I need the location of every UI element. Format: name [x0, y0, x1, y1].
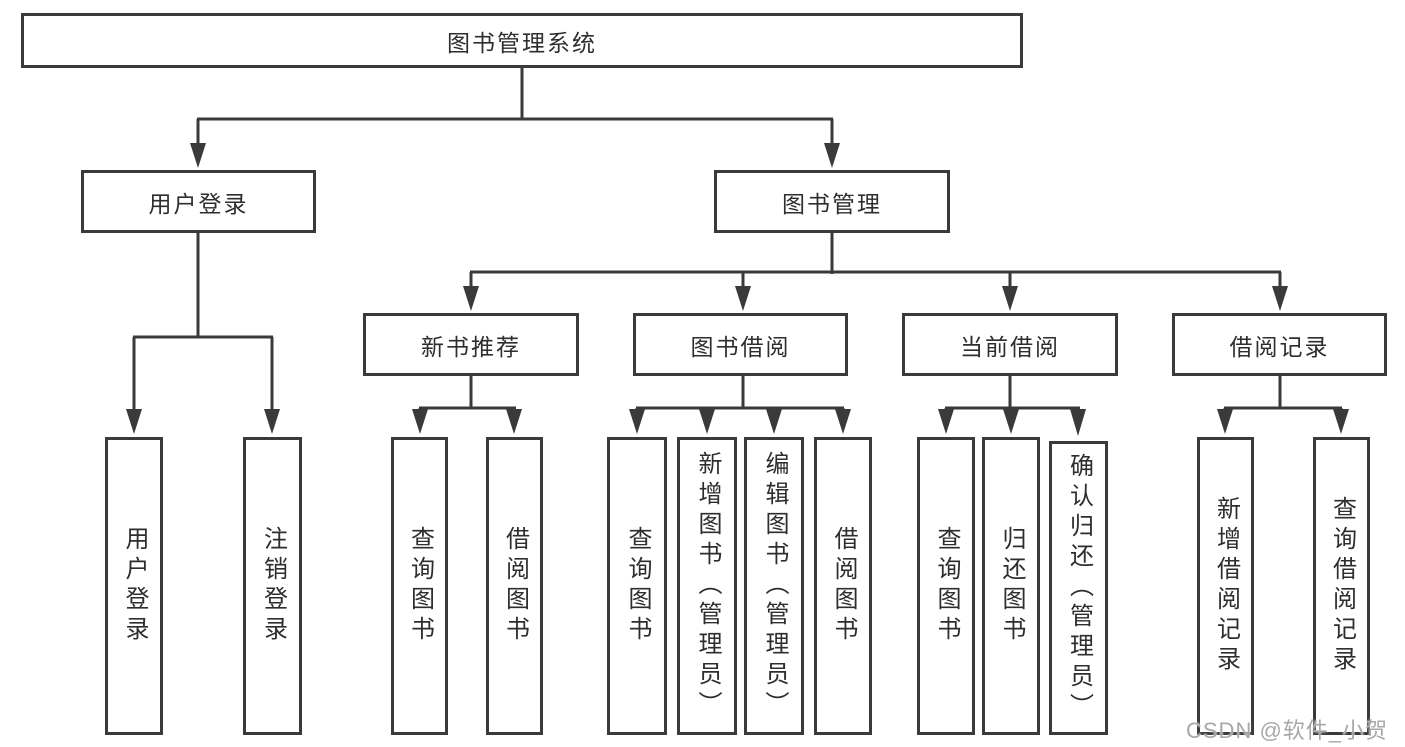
- node-user-login: 用户登录: [81, 170, 316, 233]
- node-root-library-system: 图书管理系统: [21, 13, 1023, 68]
- leaf-logout: 注销登录: [243, 437, 302, 735]
- leaf-query-books-borrow: 查询图书: [607, 437, 667, 735]
- node-current-borrow: 当前借阅: [902, 313, 1118, 376]
- csdn-watermark: CSDN @软件_小贺同学: [1186, 718, 1389, 743]
- leaf-edit-book-admin: 编辑图书（管理员）: [744, 437, 804, 735]
- leaf-user-login: 用户登录: [105, 437, 163, 735]
- leaf-borrow-books-borrow: 借阅图书: [814, 437, 872, 735]
- leaf-query-borrow-record: 查询借阅记录: [1313, 437, 1370, 735]
- node-book-borrow: 图书借阅: [633, 313, 848, 376]
- node-book-management: 图书管理: [714, 170, 950, 233]
- leaf-return-book: 归还图书: [982, 437, 1040, 735]
- node-new-book-recommend: 新书推荐: [363, 313, 579, 376]
- leaf-add-book-admin: 新增图书（管理员）: [677, 437, 737, 735]
- leaf-borrow-books-recommend: 借阅图书: [486, 437, 543, 735]
- arrowheads: [126, 143, 1349, 436]
- leaf-query-books-recommend: 查询图书: [391, 437, 448, 735]
- node-borrow-records: 借阅记录: [1172, 313, 1387, 376]
- leaf-query-books-current: 查询图书: [917, 437, 975, 735]
- leaf-confirm-return-admin: 确认归还（管理员）: [1049, 441, 1108, 735]
- leaf-add-borrow-record: 新增借阅记录: [1197, 437, 1254, 735]
